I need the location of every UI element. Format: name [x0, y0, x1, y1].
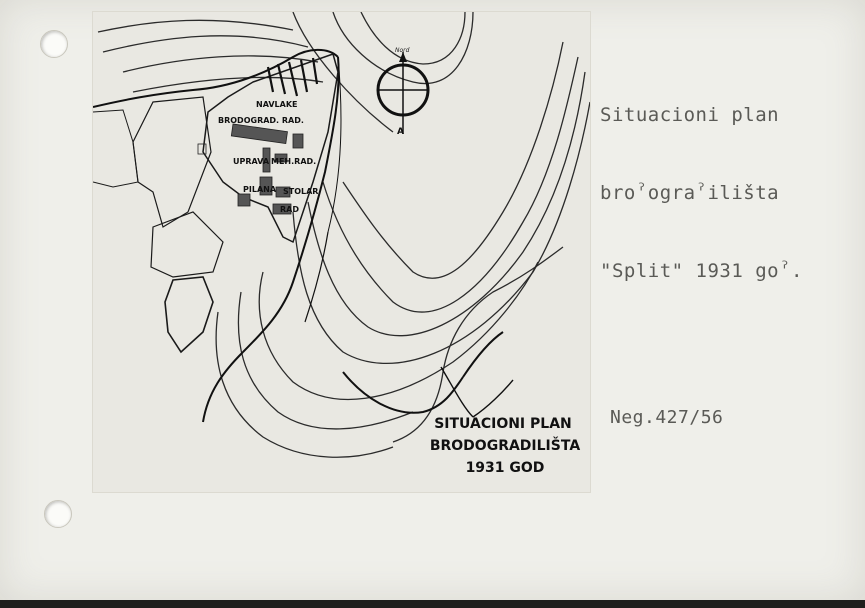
caption-line-3: "Split" 1931 goˀ. — [600, 260, 803, 282]
label-navlake: NAVLAKE — [256, 100, 298, 109]
caption-line-1: Situacioni plan — [600, 104, 780, 126]
label-brodograd: BRODOGRAD. RAD. — [218, 116, 304, 125]
coastline — [93, 48, 514, 423]
label-stolar: STOLAR — [283, 187, 318, 196]
label-rad: RAD — [280, 205, 299, 214]
slipways — [266, 57, 319, 97]
map-title-line-2: BRODOGRADILIŠTA — [430, 436, 580, 454]
shipyard-area — [93, 53, 339, 354]
punch-hole-top — [40, 30, 68, 58]
label-mehrad: MEH.RAD. — [271, 157, 316, 166]
negative-number: Neg.427/56 — [610, 407, 724, 428]
label-uprava: UPRAVA — [233, 157, 270, 166]
caption-line-2: broˀograˀilišta — [600, 182, 780, 204]
compass-north-arrow-icon: Nord A — [376, 47, 430, 137]
typed-caption: Situacioni plan broˀograˀilišta "Split" … — [600, 50, 803, 336]
map-title-block: SITUACIONI PLAN BRODOGRADILIŠTA 1931 GOD — [430, 416, 580, 476]
map-photograph: NAVLAKE BRODOGRAD. RAD. UPRAVA MEH.RAD. … — [93, 12, 590, 492]
map-title-line-3: 1931 GOD — [466, 460, 545, 476]
north-label: Nord — [395, 47, 410, 54]
shipyard-site-plan-map: NAVLAKE BRODOGRAD. RAD. UPRAVA MEH.RAD. … — [93, 12, 590, 476]
building-labels: NAVLAKE BRODOGRAD. RAD. UPRAVA MEH.RAD. … — [218, 100, 318, 214]
buildings — [197, 123, 304, 215]
north-arrow-letter: A — [397, 127, 404, 137]
map-title-line-1: SITUACIONI PLAN — [434, 416, 572, 432]
punch-hole-bottom — [44, 500, 72, 528]
label-pilana: PILANA — [243, 185, 277, 194]
depth-contours — [97, 12, 590, 458]
